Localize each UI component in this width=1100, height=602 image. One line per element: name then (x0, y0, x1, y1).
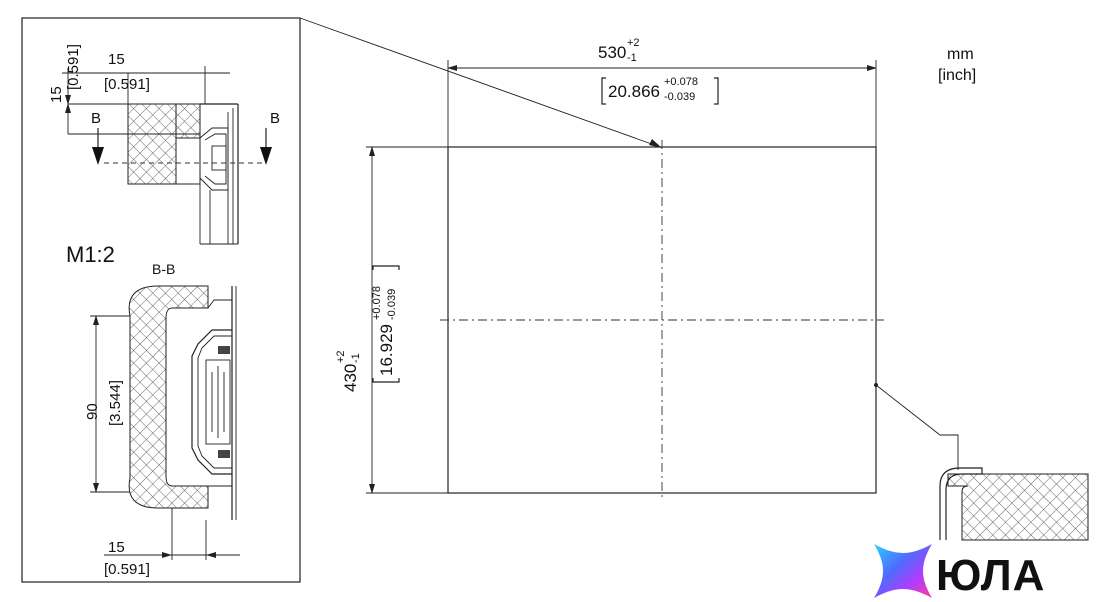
width-tol-lower: -1 (627, 52, 637, 64)
section-mark-left: B (91, 110, 101, 127)
height-dim-label: 90 (84, 403, 101, 420)
height-inch-bracket-right (372, 265, 400, 270)
brand-logo: ЮЛА (874, 544, 1045, 600)
height-inch: 16.929 (377, 324, 396, 376)
width-inch-tol-upper: +0.078 (664, 76, 698, 88)
height-mm: 430 (341, 364, 360, 392)
side-dim-inch: [0.591] (104, 76, 150, 93)
side-dim-label: 15 (108, 51, 125, 68)
top-dim-vertical-label: 15 (48, 86, 65, 103)
edge-detail-view (939, 467, 1089, 541)
height-dim-inch: [3.544] (107, 380, 124, 426)
height-inch-tol-lower: -0.039 (386, 289, 398, 320)
brand-logo-mark (874, 544, 932, 598)
section-view-bb (90, 285, 240, 560)
width-inch-bracket-left (601, 77, 606, 105)
width-inch: 20.866 (608, 82, 660, 101)
width-tol-upper: +2 (627, 37, 640, 49)
units-inch: [inch] (938, 67, 976, 84)
section-label: B-B (152, 261, 175, 277)
width-inch-bracket-right (714, 77, 719, 105)
brand-logo-wordmark: ЮЛА (936, 551, 1045, 600)
detail-frame (21, 17, 301, 583)
bottom-dim-label: 15 (108, 539, 125, 556)
section-mark-right: B (270, 110, 280, 127)
units-mm: mm (947, 46, 974, 63)
detail-panel: 15 [0.591] 15 [0.591] B B M1:2 B-B 90 [3… (21, 17, 662, 583)
panel-cutout: 530 +2 -1 20.866 +0.078 -0.039 430 +2 -1… (335, 37, 976, 500)
height-inch-tol-upper: +0.078 (371, 286, 383, 320)
height-tol-lower: -1 (350, 353, 362, 363)
top-detail-view (62, 66, 272, 245)
width-inch-tol-lower: -0.039 (664, 91, 695, 103)
top-dim-vertical-inch: [0.591] (65, 44, 82, 90)
width-mm: 530 (598, 43, 626, 62)
edge-detail-leader (874, 383, 959, 470)
height-tol-upper: +2 (335, 350, 347, 363)
bottom-dim-inch: [0.591] (104, 561, 150, 578)
height-inch-bracket-left (372, 378, 400, 383)
detail-leader-line (299, 17, 661, 148)
scale-label: M1:2 (66, 242, 115, 267)
